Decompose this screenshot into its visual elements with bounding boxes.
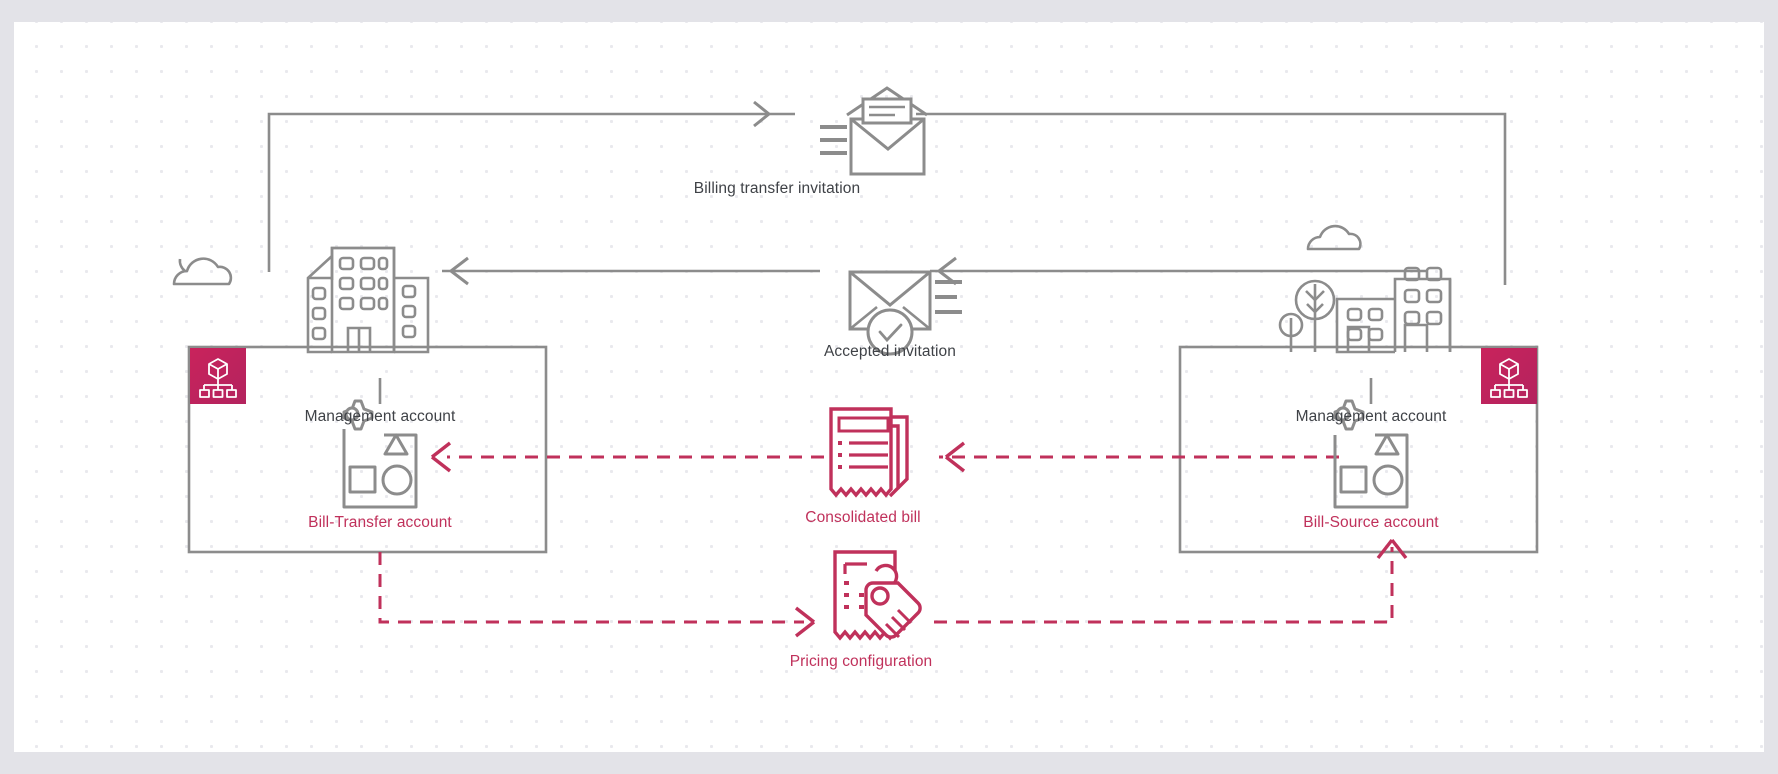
flow-transfer-to-pricing-line (378, 552, 804, 624)
aws-account-icon-right (1333, 399, 1409, 509)
left-management-account-label: Management account (304, 408, 456, 425)
flow-bill-to-transfer-arrowhead (430, 441, 452, 473)
invoice-stack-icon (829, 407, 909, 498)
diagram-vector-layer (172, 86, 1539, 641)
right-organizations-badge[interactable] (1481, 348, 1537, 404)
cloud-left-icon (172, 257, 233, 286)
flow-bill-source-to-bill-arrowhead (944, 441, 966, 473)
flow-transfer-to-pricing-arrowhead (794, 606, 816, 638)
bill-source-account-label: Bill-Source account (1303, 514, 1439, 531)
left-organizations-badge[interactable] (190, 348, 246, 404)
diagram-canvas: Billing transfer invitation Accepted inv… (14, 22, 1764, 752)
left-organization-group-box (187, 345, 548, 554)
billing-transfer-invitation-label: Billing transfer invitation (693, 180, 861, 197)
right-management-account-label: Management account (1295, 408, 1447, 425)
pricing-configuration-label: Pricing configuration (789, 653, 933, 670)
office-buildings-trees-right-icon (1278, 266, 1452, 354)
flow-pricing-to-source-arrowhead (1376, 538, 1408, 560)
flow-invitation-in-line (267, 112, 795, 272)
consolidated-bill-label: Consolidated bill (805, 509, 921, 526)
flow-invitation-out-line (916, 112, 1507, 285)
flow-accepted-in-arrowhead (450, 256, 469, 286)
accepted-invitation-label: Accepted invitation (823, 343, 956, 360)
cloud-right-icon (1306, 224, 1362, 251)
aws-account-icon-left (342, 399, 418, 509)
bill-transfer-account-label: Bill-Transfer account (308, 514, 452, 531)
invoice-price-tag-icon (833, 550, 922, 641)
flow-pricing-to-source-line (934, 547, 1394, 624)
flow-invitation-in-arrowhead (753, 100, 770, 128)
office-buildings-left-icon (306, 246, 430, 354)
envelope-check-icon (848, 270, 962, 356)
right-organization-group-box (1178, 345, 1539, 554)
open-envelope-outgoing-icon (820, 86, 928, 176)
